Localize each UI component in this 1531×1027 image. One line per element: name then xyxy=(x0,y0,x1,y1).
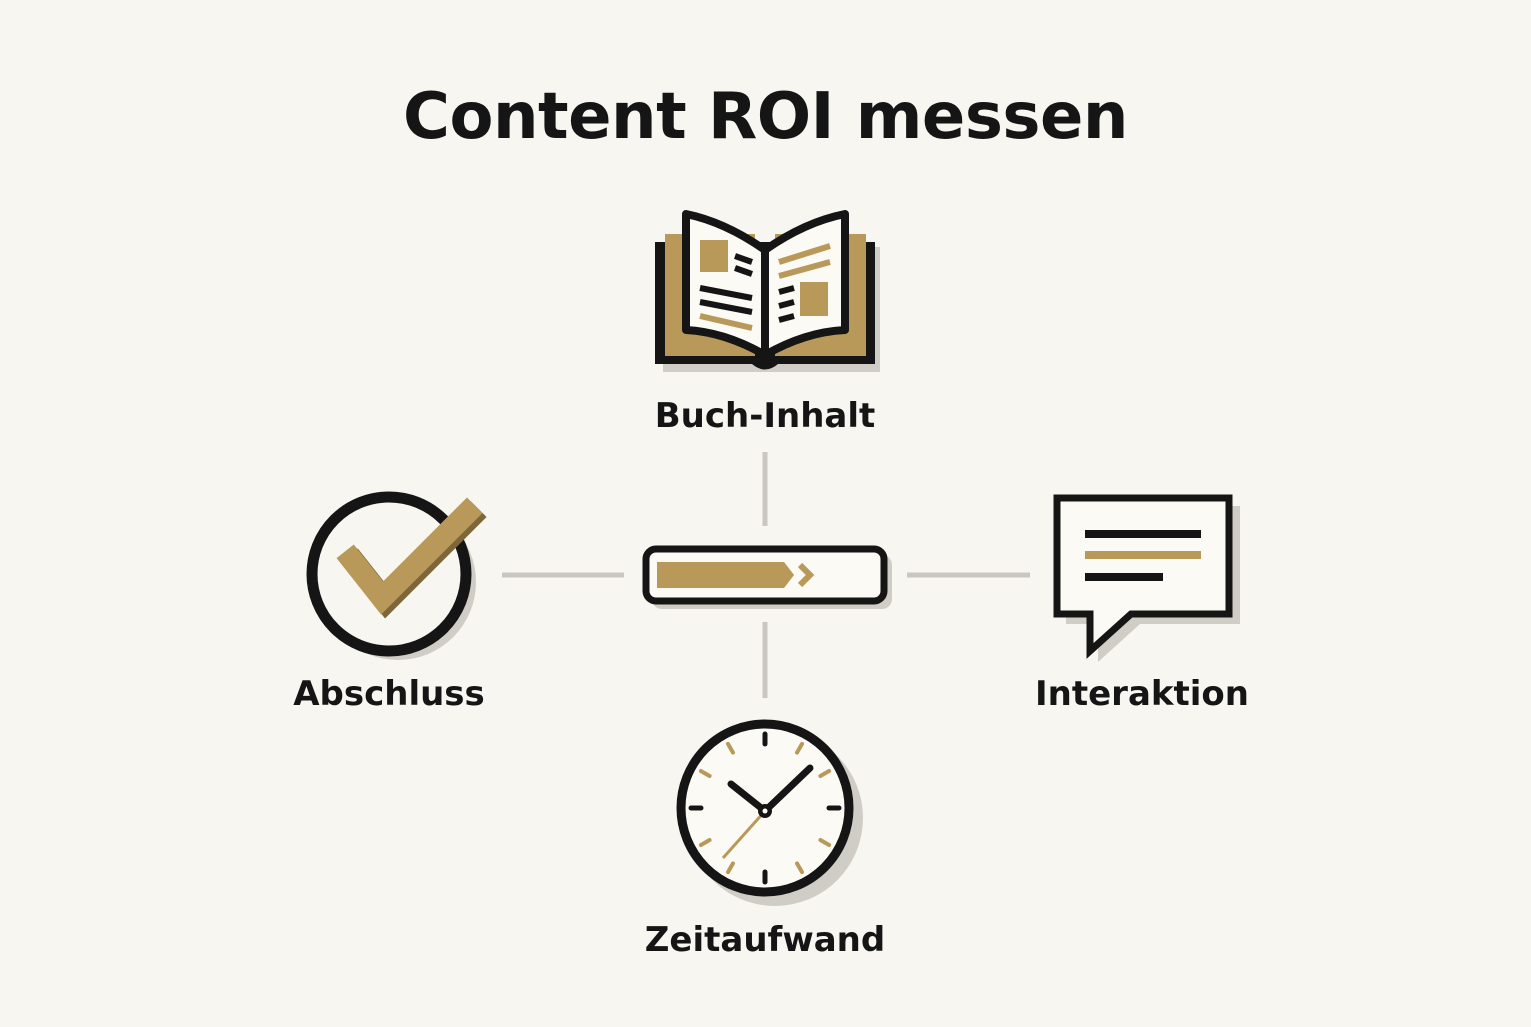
clock-tick xyxy=(698,838,712,847)
checkmark-circle-icon xyxy=(306,491,487,660)
connectors xyxy=(502,452,1030,698)
clock-tick xyxy=(726,741,735,755)
node-label-bottom: Zeitaufwand xyxy=(644,920,886,960)
speech-bubble-icon xyxy=(1053,494,1240,662)
clock-tick xyxy=(818,769,832,778)
clock-icon xyxy=(676,719,863,906)
page-title: Content ROI messen xyxy=(403,80,1128,154)
progress-bar-icon xyxy=(642,545,892,609)
clock-tick xyxy=(698,769,712,778)
open-book-icon xyxy=(655,210,880,372)
progress-chevron xyxy=(797,562,815,588)
progress-fill xyxy=(657,562,795,588)
clock-tick xyxy=(795,741,804,755)
clock-tick xyxy=(795,861,804,875)
node-label-left: Abschluss xyxy=(293,674,485,714)
node-label-right: Interaktion xyxy=(1035,674,1249,714)
node-label-top: Buch-Inhalt xyxy=(654,396,876,436)
clock-tick xyxy=(726,861,735,875)
clock-tick xyxy=(818,838,832,847)
